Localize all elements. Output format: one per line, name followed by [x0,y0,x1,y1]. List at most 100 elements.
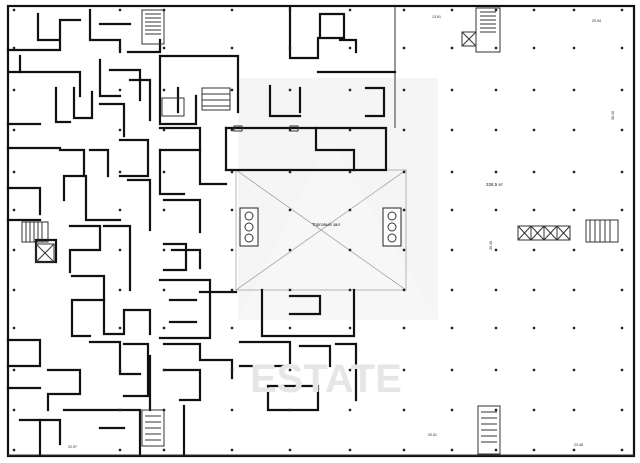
atrium [235,169,407,291]
structural-column [118,326,122,330]
structural-column [348,88,352,92]
dimension-label-bottom-3: 23.48 [574,443,583,447]
structural-column [402,326,406,330]
elevator-shafts [35,31,571,263]
structural-column [572,408,576,412]
structural-column [450,170,454,174]
structural-column [532,248,536,252]
structural-column [532,448,536,452]
structural-column [12,128,16,132]
structural-column [572,208,576,212]
structural-column [288,248,292,252]
structural-column [118,128,122,132]
structural-column [572,288,576,292]
structural-column [118,170,122,174]
dimension-label-bottom-1: 22.97 [68,445,77,449]
structural-column [532,288,536,292]
structural-column [572,88,576,92]
structural-column [12,88,16,92]
structural-column [402,8,406,12]
structural-column [118,88,122,92]
structural-column [230,128,234,132]
structural-column [12,248,16,252]
structural-column [12,326,16,330]
structural-column [288,448,292,452]
structural-column [348,170,352,174]
structural-column [288,288,292,292]
structural-column [620,170,624,174]
structural-column [162,326,166,330]
structural-column [402,46,406,50]
structural-column [12,170,16,174]
structural-column [118,8,122,12]
structural-column [230,408,234,412]
structural-column [494,288,498,292]
structural-column [12,208,16,212]
building-outline [6,4,636,458]
structural-column [572,170,576,174]
structural-column [288,208,292,212]
structural-column [532,170,536,174]
structural-column [450,8,454,12]
structural-column [230,248,234,252]
structural-column [118,408,122,412]
structural-column [288,368,292,372]
middle-rooms [158,54,388,456]
structural-column [288,170,292,174]
dimension-label-top-2: 20.94 [592,19,601,23]
structural-column [162,46,166,50]
structural-column [348,448,352,452]
structural-column [162,248,166,252]
structural-column [494,248,498,252]
structural-column [450,288,454,292]
structural-column [402,248,406,252]
structural-column [118,208,122,212]
structural-column [12,448,16,452]
structural-column [118,288,122,292]
structural-column [162,208,166,212]
structural-column [162,368,166,372]
structural-column [620,288,624,292]
structural-column [162,128,166,132]
structural-column [230,326,234,330]
structural-column [450,408,454,412]
structural-column [532,326,536,330]
structural-column [450,368,454,372]
structural-column [348,248,352,252]
structural-column [620,46,624,50]
structural-column [288,408,292,412]
structural-column [620,128,624,132]
structural-column [532,128,536,132]
structural-column [494,8,498,12]
structural-column [402,170,406,174]
zone-label-a: 338,5 ет [486,182,503,187]
stairwells [21,7,619,455]
structural-column [230,208,234,212]
column-grid [12,8,624,452]
structural-column [288,128,292,132]
structural-column [162,8,166,12]
structural-column [494,88,498,92]
structural-column [402,448,406,452]
structural-column [348,46,352,50]
structural-column [572,368,576,372]
structural-column [494,46,498,50]
structural-column [532,8,536,12]
dimension-label-bottom-2: 20.51 [428,433,437,437]
structural-column [450,208,454,212]
left-rooms [6,8,162,456]
structural-column [450,88,454,92]
structural-column [348,8,352,12]
dimension-label-right-1: 36.10 [611,111,615,120]
structural-column [288,88,292,92]
structural-column [450,326,454,330]
structural-column [230,8,234,12]
structural-column [532,208,536,212]
structural-column [620,248,624,252]
structural-column [572,326,576,330]
structural-column [572,448,576,452]
structural-column [118,368,122,372]
structural-column [532,368,536,372]
atrium-label: Торговый зал [312,221,340,227]
